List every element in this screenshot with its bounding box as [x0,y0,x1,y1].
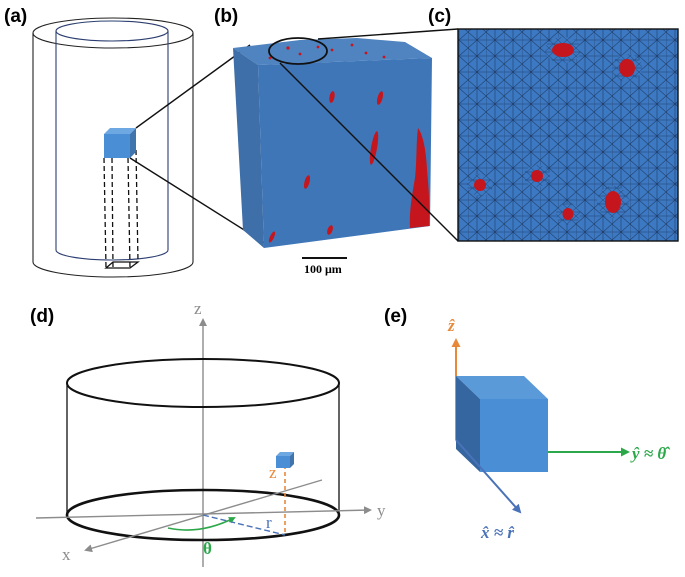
unit-cube-top [456,376,548,399]
z-hat-label: ẑ [447,316,455,335]
panel-label-c: (c) [428,6,451,27]
unit-cube-front [480,399,548,472]
cube-top-face [233,38,432,65]
zoom-line-a-b-top [135,44,251,129]
panel-label-d: (d) [30,306,54,327]
panel-b: (b) 100 μm [214,6,459,276]
y-axis [35,506,372,519]
sample-cube-large [233,38,432,248]
x-hat-arrow [455,439,522,514]
y-hat-label: ŷ ≈ θ̂ [630,444,670,463]
panel-label-a: (a) [4,6,27,27]
inclusion [327,225,333,235]
inclusion [268,231,276,243]
dashed-column [103,149,139,269]
panel-label-e: (e) [384,306,407,327]
y-axis-label: y [377,501,386,520]
inclusion [376,91,384,105]
inclusion [531,170,543,182]
inclusions-c [474,43,635,220]
z-height-label: z [269,463,277,482]
inner-cylinder [55,20,169,261]
zoom-line-b-c-bottom [279,62,459,242]
inclusion-large [409,128,430,228]
z-axis-label: z [194,299,202,318]
zoom-circle [268,37,328,65]
theta-arc [167,517,236,531]
panel-c: (c) [428,6,679,242]
x-hat-label: x̂ ≈ r̂ [480,523,514,542]
panel-d: (d) z y x r z θ [30,299,386,567]
column-base [104,261,140,269]
panel-label-b: (b) [214,6,238,27]
inclusion [605,191,621,213]
panel-e: (e) ẑ ŷ ≈ θ̂ x̂ ≈ r̂ [384,306,670,542]
inclusion [474,179,486,191]
inclusion [329,91,335,103]
outer-cylinder [32,17,194,278]
r-label: r [266,513,272,532]
r-line [202,514,286,536]
cube-front-face [258,58,432,248]
inclusion [562,208,574,220]
cube-left-face [233,48,264,248]
inclusion [303,175,311,189]
sample-cube-small [104,128,136,158]
inclusion [552,43,574,57]
sample-cube-d [276,452,294,468]
theta-label: θ [203,539,212,558]
panel-a: (a) [4,6,269,278]
inclusion [369,131,379,165]
inclusions-b [268,43,430,243]
inclusion [619,59,635,77]
zoom-line-b-c-top [317,28,459,40]
scale-bar-label: 100 μm [304,262,342,276]
unit-cube [456,376,548,472]
x-axis-label: x [62,545,71,564]
cylinder-d [65,358,341,542]
